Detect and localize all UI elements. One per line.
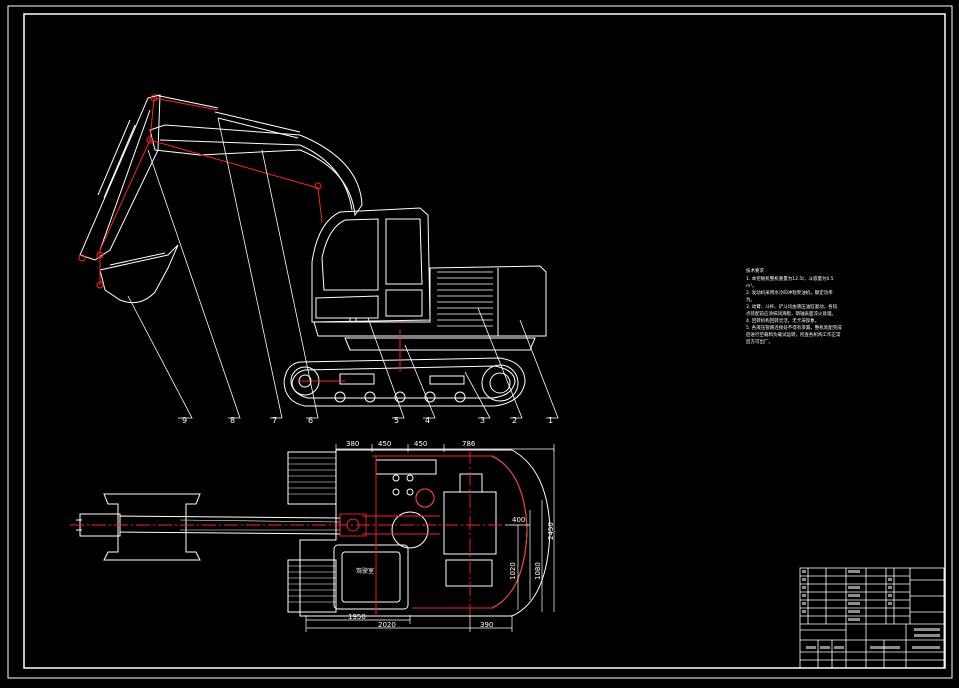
right-dimension-lines — [505, 500, 543, 612]
dim-right: 2450 — [547, 522, 555, 540]
notes-line: 后进行空载和负载试运转，检查各机构工作正常 — [746, 331, 841, 338]
engine-hood — [313, 265, 547, 337]
bucket — [99, 244, 179, 304]
cab-plan — [333, 544, 409, 610]
leader-number: 1 — [548, 416, 553, 425]
bottom-dimensions: 1950 2020 390 — [348, 613, 493, 629]
leader-number: 7 — [272, 416, 277, 425]
notes-line: 为。 — [746, 296, 755, 303]
cab — [311, 207, 431, 323]
plan-view-centerlines — [70, 450, 528, 616]
plan-label-cab: 驾驶室 — [356, 567, 374, 575]
drawing-frame — [7, 5, 953, 679]
side-view-centerlines — [78, 94, 401, 382]
dim-bottom: 390 — [480, 621, 493, 629]
dim-bottom: 1950 — [348, 613, 366, 621]
technical-notes: 技术要求 1. 本挖掘机整机重量为12.5t，斗容量为0.5 m³。 2. 发动… — [746, 267, 842, 345]
track-lower — [287, 559, 337, 613]
dim-right: 400 — [512, 516, 525, 524]
top-dimension-lines — [335, 444, 555, 612]
arm — [79, 94, 161, 261]
dim-top: 380 — [346, 440, 359, 448]
leader-number: 8 — [230, 416, 235, 425]
grille — [437, 271, 493, 327]
bottom-dimension-lines — [305, 615, 513, 632]
excavator-plan-view — [76, 449, 551, 617]
title-block-fill — [802, 570, 940, 649]
notes-line: m³。 — [746, 283, 757, 289]
notes-line: 后方可出厂。 — [746, 338, 773, 345]
dim-bottom: 2020 — [378, 621, 396, 629]
leader-lines — [127, 117, 559, 419]
notes-line: 5. 各液压管路连接处不得有渗漏，整机装配完成 — [746, 324, 842, 331]
top-dimensions: 380 450 450 786 — [346, 440, 476, 448]
bucket-plan — [103, 493, 201, 561]
notes-title: 技术要求 — [746, 267, 764, 274]
leader-number: 6 — [308, 416, 313, 425]
notes-line: 4. 回转机构回转灵活，无卡滞现象。 — [746, 317, 819, 324]
leader-number: 4 — [425, 416, 430, 425]
boom — [149, 124, 363, 217]
dim-top: 450 — [414, 440, 427, 448]
dim-right: 1080 — [534, 562, 542, 580]
leader-number: 9 — [182, 416, 187, 425]
leader-numbers: 9 8 7 6 5 4 3 2 1 — [182, 416, 553, 425]
leader-number: 3 — [480, 416, 485, 425]
track-upper — [287, 451, 337, 505]
dim-right: 1020 — [509, 562, 517, 580]
notes-line: 3. 动臂、斗杆、铲斗均由液压油缸驱动，各铰 — [746, 303, 838, 310]
plan-label: 驾驶室 — [356, 567, 374, 575]
dim-top: 786 — [462, 440, 476, 448]
notes-line: 1. 本挖掘机整机重量为12.5t，斗容量为0.5 — [746, 275, 834, 282]
title-block — [799, 567, 945, 669]
excavator-side-view — [79, 94, 547, 407]
right-dimensions: 400 2450 1020 1080 — [509, 516, 555, 580]
leader-number: 2 — [512, 416, 517, 425]
notes-line: 点装配前应涂抹润滑脂，销轴表面淬火处理。 — [746, 310, 836, 317]
track — [283, 357, 526, 407]
leader-number: 5 — [394, 416, 399, 425]
notes-line: 2. 发动机采用水冷四冲程柴油机，额定功率 — [746, 289, 833, 296]
dim-top: 450 — [378, 440, 391, 448]
